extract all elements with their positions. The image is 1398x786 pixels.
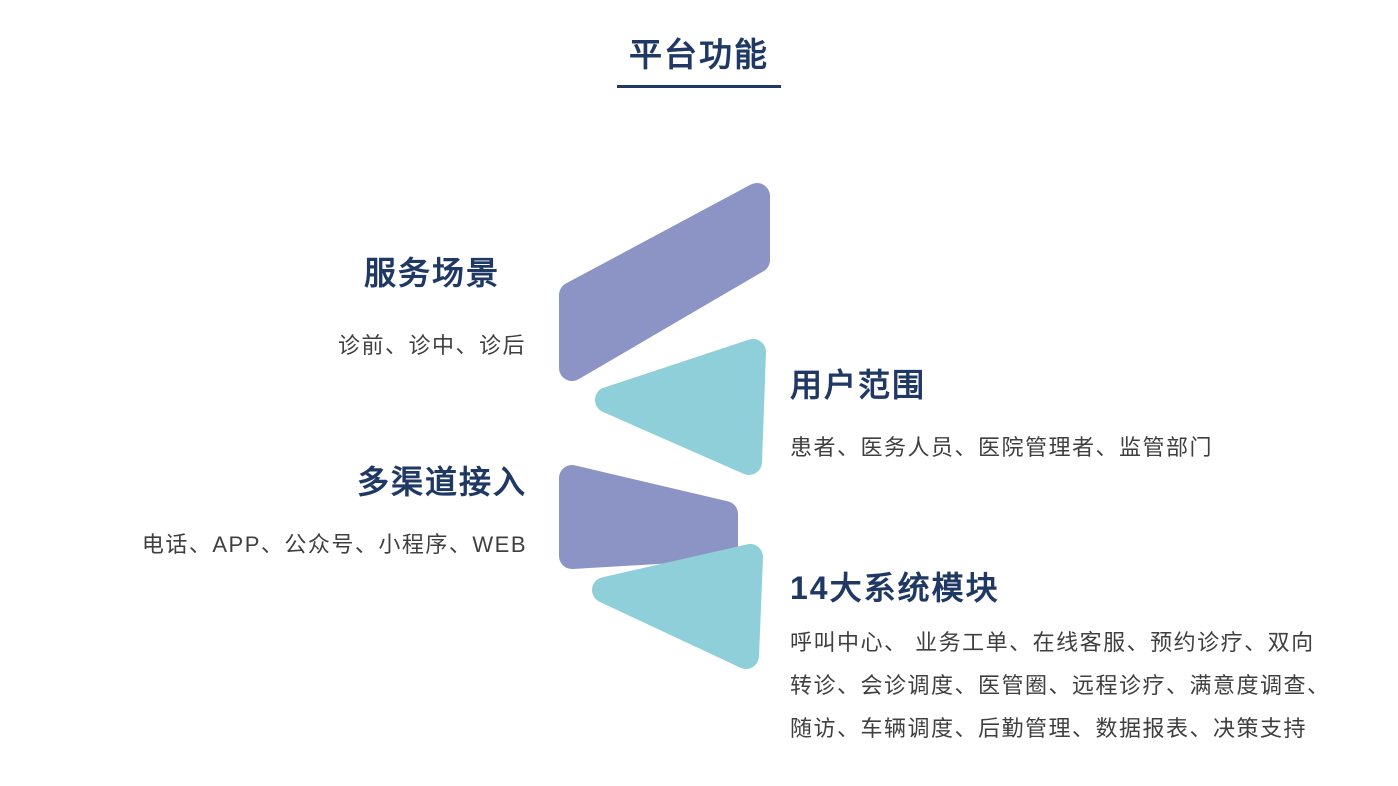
section-heading: 服务场景 [363,255,500,291]
section-service-scenes: 服务场景 诊前、诊中、诊后 [282,254,582,367]
section-body: 电话、APP、公众号、小程序、WEB [141,532,527,558]
page-title: 平台功能 [617,28,781,88]
section-user-scope: 用户范围 患者、医务人员、医院管理者、监管部门 [790,366,1370,469]
section-body: 诊前、诊中、诊后 [337,333,526,359]
ribbon-segment-4-icon [592,544,763,669]
ribbon-segment-1-icon [559,183,770,381]
section-body: 患者、医务人员、医院管理者、监管部门 [790,435,1214,461]
section-heading: 多渠道接入 [356,464,527,500]
section-heading: 用户范围 [790,367,927,403]
section-system-modules: 14大系统模块 呼叫中心、 业务工单、在线客服、预约诊疗、双向转诊、会诊调度、医… [790,569,1370,750]
ribbon-segment-3-icon [559,465,738,569]
section-multi-channel: 多渠道接入 电话、APP、公众号、小程序、WEB [97,463,527,566]
section-body: 呼叫中心、 业务工单、在线客服、预约诊疗、双向转诊、会诊调度、医管圈、远程诊疗、… [790,630,1331,742]
section-heading: 14大系统模块 [790,570,1000,606]
ribbon-segment-2-icon [595,339,766,475]
